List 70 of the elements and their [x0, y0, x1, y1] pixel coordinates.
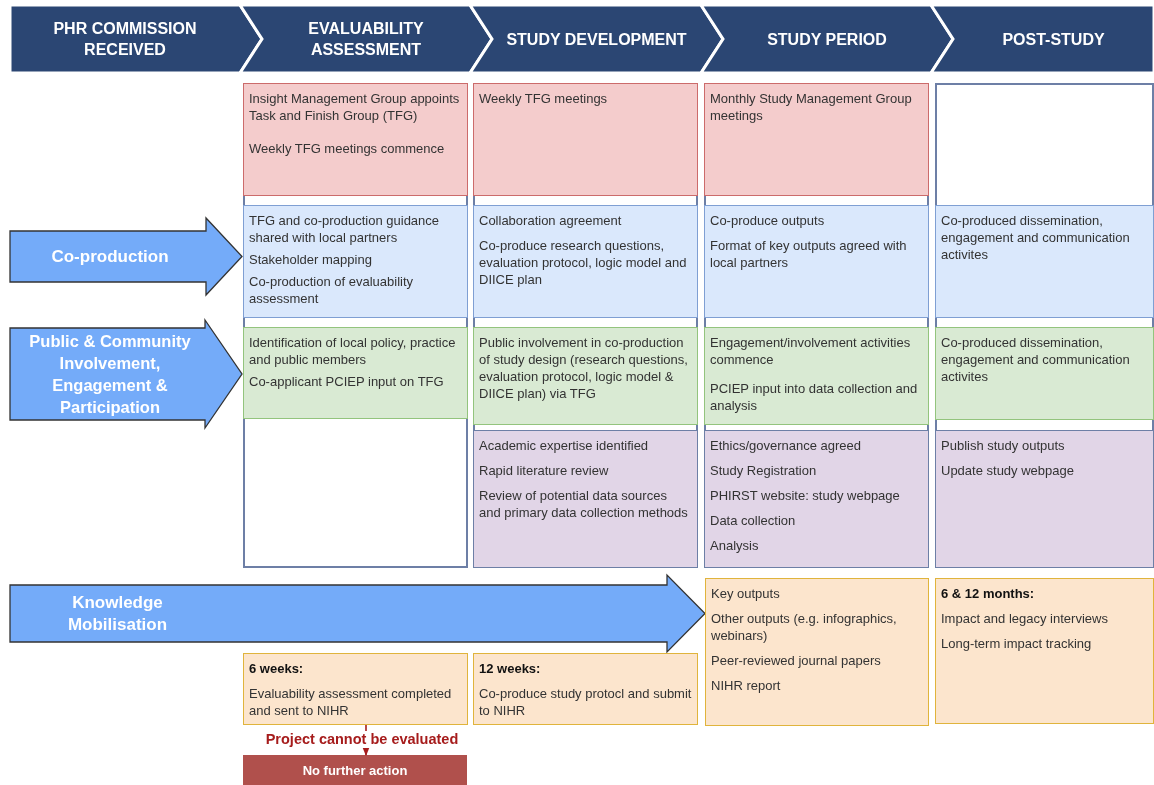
activity-text: TFG and co-production guidance shared with local partners	[249, 212, 441, 246]
milestone-box	[935, 578, 1154, 724]
activity-text: Data collection	[710, 512, 797, 529]
activity-box	[935, 327, 1154, 420]
activity-text: Co-produced dissemination, engagement and communication activites	[941, 334, 1131, 385]
activity-box	[243, 205, 468, 318]
activity-text: Review of potential data sources and primary data collection methods	[479, 487, 689, 521]
column-frame	[473, 83, 698, 568]
milestone-heading: 12 weeks:	[479, 660, 542, 677]
activity-text: Impact and legacy interviews	[941, 610, 1109, 627]
block-arrow	[10, 320, 242, 428]
activity-text: Ethics/governance agreed	[710, 437, 863, 454]
activity-text: Engagement/involvement activities commence	[710, 334, 912, 368]
milestone-heading: 6 & 12 months:	[941, 585, 1036, 602]
activity-text: Study Registration	[710, 462, 818, 479]
activity-box	[473, 430, 698, 568]
activity-text: PCIEP input into data collection and analysis	[710, 380, 919, 414]
activity-text: Co-applicant PCIEP input on TFG	[249, 373, 445, 390]
activity-text: Academic expertise identified	[479, 437, 650, 454]
column-frame	[243, 83, 468, 568]
activity-text: Key outputs	[711, 585, 781, 602]
activity-text: Co-produce study protocl and submit to NIHR	[479, 685, 692, 719]
activity-text: Insight Management Group appoints Task and Finish Group (TFG)	[249, 90, 461, 124]
milestone-box	[243, 653, 468, 725]
activity-text: Co-produce outputs	[710, 212, 826, 229]
activity-box	[473, 83, 698, 196]
activity-box	[473, 205, 698, 318]
activity-box	[935, 205, 1154, 318]
activity-box	[704, 430, 929, 568]
activity-text: Update study webpage	[941, 462, 1075, 479]
activity-box	[704, 83, 929, 196]
activity-text: Weekly TFG meetings	[479, 90, 609, 107]
activity-text: Stakeholder mapping	[249, 251, 373, 268]
activity-text: Co-production of evaluability assessment	[249, 273, 415, 307]
activity-text: No further action	[302, 761, 408, 779]
outcome-box	[243, 755, 467, 785]
activity-text: Peer-reviewed journal papers	[711, 652, 882, 669]
activity-text: Other outputs (e.g. infographics, webinars)	[711, 610, 898, 644]
activity-box	[935, 430, 1154, 568]
activity-text: Co-produced dissemination, engagement and communication activites	[941, 212, 1131, 263]
activity-text: Monthly Study Management Group meetings	[710, 90, 913, 124]
activity-text: Publish study outputs	[941, 437, 1066, 454]
activity-box	[243, 327, 468, 419]
arrow-label: Co-production	[51, 245, 169, 268]
activity-text: Evaluability assessment completed and sent to NIHR	[249, 685, 453, 719]
activity-text: Rapid literature review	[479, 462, 610, 479]
activity-text: Format of key outputs agreed with local partners	[710, 237, 908, 271]
activity-box	[704, 327, 929, 425]
block-arrow	[10, 218, 242, 295]
edge-label: Project cannot be evaluated	[263, 731, 461, 748]
activity-text: PHIRST website: study webpage	[710, 487, 901, 504]
column-frame	[935, 83, 1154, 568]
activity-text: Co-produce research questions, evaluation protocol, logic model and DIICE plan	[479, 237, 688, 288]
activity-text: Weekly TFG meetings commence	[249, 140, 446, 157]
milestone-box	[705, 578, 929, 726]
block-arrow	[10, 575, 705, 652]
activity-text: Identification of local policy, practice and public members	[249, 334, 457, 368]
activity-box	[704, 205, 929, 318]
activity-text: Public involvement in co-production of study design (research questions, evaluation protocol, logic model & DIICE plan) via TFG	[479, 334, 689, 402]
activity-text: Analysis	[710, 537, 760, 554]
arrow-label: Knowledge Mobilisation	[66, 591, 169, 636]
activity-text: NIHR report	[711, 677, 782, 694]
activity-box	[473, 327, 698, 425]
activity-box	[243, 83, 468, 196]
column-frame	[704, 83, 929, 568]
milestone-box	[473, 653, 698, 725]
arrow-label: Public & Community Involvement, Engagement & Participation	[28, 331, 192, 418]
activity-text: Long-term impact tracking	[941, 635, 1093, 652]
milestone-heading: 6 weeks:	[249, 660, 305, 677]
activity-text: Collaboration agreement	[479, 212, 623, 229]
